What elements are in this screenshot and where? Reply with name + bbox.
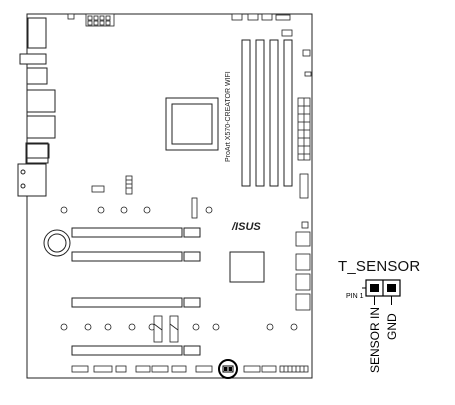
mid-components [91, 175, 198, 219]
pin1-label: PIN 1 [346, 293, 364, 300]
pin-label-sensor-in: SENSOR IN [368, 307, 382, 373]
m2-slots [153, 315, 179, 343]
board-outline [26, 13, 313, 379]
chipset [229, 251, 265, 283]
bottom-headers [71, 365, 309, 373]
t-sensor-highlight [218, 359, 238, 379]
pin-2-gnd [387, 284, 396, 292]
callout-title: T_SENSOR [338, 258, 421, 275]
rear-io-panel [17, 17, 56, 197]
pcie-slots [71, 227, 201, 356]
dimm-slots [241, 39, 293, 187]
board-model-text: ProArt X570-CREATOR WIFI [225, 71, 232, 162]
brand-logo: /ISUS [231, 221, 261, 233]
cmos-battery [43, 229, 71, 257]
top-headers [67, 13, 293, 37]
pin-1-sensor-in [370, 284, 379, 292]
mounting-holes [60, 206, 298, 331]
atx-power-connector [297, 49, 312, 199]
cpu-socket [165, 97, 219, 151]
pin-label-gnd: GND [385, 313, 399, 340]
right-headers [295, 221, 311, 311]
t-sensor-header-detail [362, 279, 401, 305]
